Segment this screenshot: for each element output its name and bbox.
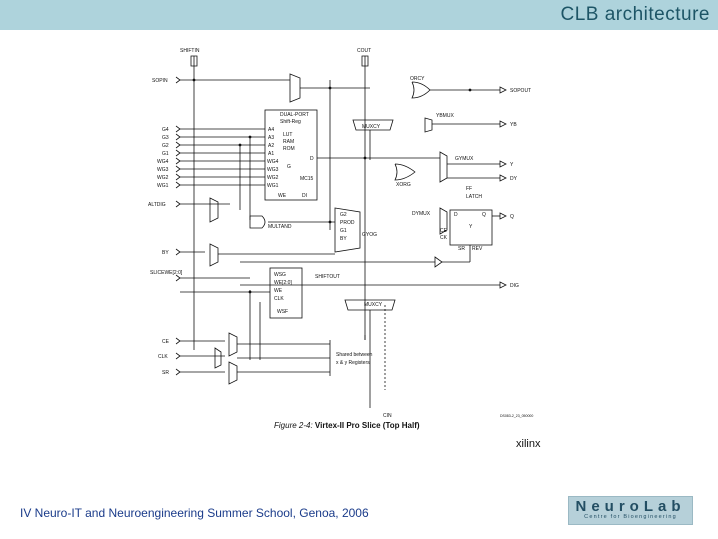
label-slicewe: SLICEWE[2:0]	[150, 270, 183, 276]
label-clk: CLK	[158, 354, 168, 360]
label-sopin: SOPIN	[152, 78, 168, 84]
label-gyog: GYOG	[362, 232, 377, 238]
label-ybmux: YBMUX	[436, 113, 454, 119]
label-ff-sr: SR	[458, 246, 465, 252]
label-we-bus: WE[2:0]	[274, 280, 292, 286]
label-sr: SR	[162, 370, 169, 376]
shared-note-line2: x & y Registers	[336, 360, 370, 366]
label-mc15: MC15	[300, 176, 314, 182]
label-orcy: ORCY	[410, 76, 425, 82]
label-wsg-we: WE	[274, 288, 283, 294]
label-ff-d: D	[454, 212, 458, 218]
figure-number: Figure 2-4:	[274, 421, 313, 430]
label-wsg-clk: CLK	[274, 296, 284, 302]
label-lut-g: G	[287, 164, 291, 170]
label-gyog-g2: G2	[340, 212, 347, 218]
label-lut-wg3: WG3	[267, 167, 279, 173]
label-shiftin: SHIFTIN	[180, 48, 200, 54]
label-we: WE	[278, 193, 287, 199]
label-lut-d: D	[310, 156, 314, 162]
label-dig: DIG	[510, 283, 519, 289]
label-wsf: WSF	[277, 309, 288, 315]
label-a1: A1	[268, 151, 274, 157]
label-yb: YB	[510, 122, 517, 128]
label-dual-port: DUAL-PORT	[280, 112, 309, 118]
label-cout: COUT	[357, 48, 371, 54]
label-gymux: GYMUX	[455, 156, 474, 162]
label-gyog-g1: G1	[340, 228, 347, 234]
label-ff-ce: CE	[440, 228, 448, 234]
shared-note-line1: Shared between	[336, 352, 373, 358]
label-lut: LUT	[283, 132, 292, 138]
label-lut-wg4: WG4	[267, 159, 279, 165]
label-rom: ROM	[283, 146, 295, 152]
label-lut-wg1: WG1	[267, 183, 279, 189]
title-bar: CLB architecture	[0, 0, 718, 30]
label-id-code: DS083-2_23_050000	[500, 414, 533, 418]
label-ff-q: Q	[482, 212, 486, 218]
logo-main-text: NeuroLab	[575, 498, 686, 515]
label-lut-wg2: WG2	[267, 175, 279, 181]
label-a2: A2	[268, 143, 274, 149]
label-a3: A3	[268, 135, 274, 141]
label-multand: MULTAND	[268, 224, 292, 230]
label-by: BY	[162, 250, 169, 256]
label-ff-ck: CK	[440, 235, 448, 241]
label-ce: CE	[162, 339, 170, 345]
label-muxcy: MUXCY	[362, 124, 381, 130]
label-ff-y: Y	[469, 224, 473, 230]
label-prod: PROD	[340, 220, 355, 226]
label-sopout: SOPOUT	[510, 88, 531, 94]
label-wg2: WG2	[157, 175, 169, 181]
label-cin: CIN	[383, 413, 392, 419]
neurolab-logo: NeuroLab Centre for Bioengineering	[568, 496, 693, 525]
label-ff: FF	[466, 186, 472, 192]
label-wsg: WSG	[274, 272, 286, 278]
label-wg3: WG3	[157, 167, 169, 173]
slide-title: CLB architecture	[560, 4, 710, 25]
label-g2: G2	[162, 143, 169, 149]
label-y: Y	[510, 162, 514, 168]
label-wg1: WG1	[157, 183, 169, 189]
source-credit: xilinx	[516, 438, 541, 450]
clb-slice-diagram: SHIFTIN SOPIN G4 G3 G2 G1 WG4 WG3 WG2 WG…	[148, 48, 533, 419]
footer-text: IV Neuro-IT and Neuroengineering Summer …	[20, 506, 369, 520]
label-muxcy-bottom: MUXCY	[364, 302, 383, 308]
label-q: Q	[510, 214, 514, 220]
figure-caption: Figure 2-4: Virtex-II Pro Slice (Top Hal…	[274, 421, 420, 430]
label-dy: DY	[510, 176, 518, 182]
label-gyog-by: BY	[340, 236, 347, 242]
label-latch: LATCH	[466, 194, 482, 200]
label-altdig: ALTDIG	[148, 202, 166, 208]
label-ram: RAM	[283, 139, 294, 145]
label-shiftout: SHIFTOUT	[315, 274, 340, 280]
label-dymux: DYMUX	[412, 211, 431, 217]
label-a4: A4	[268, 127, 274, 133]
figure-title: Virtex-II Pro Slice (Top Half)	[314, 421, 420, 430]
label-xorg: XORG	[396, 182, 411, 188]
label-wg4: WG4	[157, 159, 169, 165]
label-di: DI	[302, 193, 307, 199]
logo-sub-text: Centre for Bioengineering	[584, 514, 677, 520]
label-g3: G3	[162, 135, 169, 141]
label-g1: G1	[162, 151, 169, 157]
label-ff-rev: REV	[472, 246, 483, 252]
label-shift-reg: Shift-Reg	[280, 119, 301, 125]
label-g4: G4	[162, 127, 169, 133]
